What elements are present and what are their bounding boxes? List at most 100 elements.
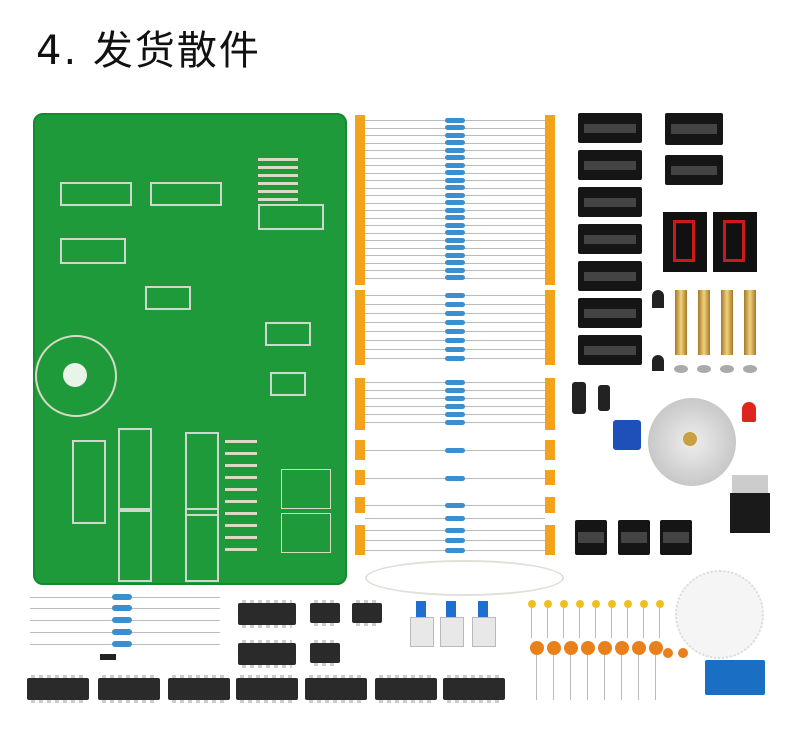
terminal-block <box>705 660 765 695</box>
potentiometer <box>613 420 641 450</box>
capacitor-lead <box>553 655 554 700</box>
resistor <box>445 200 465 205</box>
brass-standoff <box>698 290 710 355</box>
ceramic-capacitor-small <box>592 600 600 608</box>
ic-socket-small <box>660 520 692 555</box>
pcb-resistor-footprint <box>258 174 298 177</box>
pcb-resistor-footprint <box>258 198 298 201</box>
pcb-resistor-footprint <box>225 512 257 515</box>
resistor <box>445 355 465 361</box>
ic-socket <box>578 113 642 143</box>
ceramic-capacitor-small <box>656 600 664 608</box>
pcb-resistor-footprint <box>225 440 257 443</box>
pcb-ic-footprint <box>60 182 132 206</box>
mosfet-body <box>730 493 770 533</box>
resistor-tape <box>545 440 555 460</box>
screw <box>743 365 757 373</box>
gear <box>675 570 764 659</box>
resistor <box>445 252 465 258</box>
resistor <box>445 275 465 280</box>
screw <box>674 365 688 373</box>
capacitor-lead <box>611 608 612 638</box>
resistor <box>445 260 465 265</box>
resistor <box>445 292 465 298</box>
diode <box>100 654 116 660</box>
ceramic-capacitor <box>598 641 612 655</box>
pcb-display-outline <box>281 513 331 553</box>
pcb-resistor-footprint <box>258 182 298 185</box>
resistor <box>445 346 465 352</box>
capacitor-lead <box>570 655 571 700</box>
pcb-resistor-footprint <box>225 476 257 479</box>
resistor <box>445 132 465 138</box>
wire-coil <box>365 560 564 596</box>
ic-socket <box>578 298 642 328</box>
resistor <box>112 594 132 600</box>
ceramic-capacitor <box>649 641 663 655</box>
resistor-tape <box>545 378 555 430</box>
transistor <box>652 290 664 308</box>
pcb-ic-footprint <box>72 440 106 524</box>
pcb-ic-footprint <box>118 508 152 582</box>
resistor <box>445 379 465 385</box>
capacitor-lead <box>563 608 564 638</box>
pcb-ic-footprint <box>185 508 219 582</box>
push-button <box>440 617 464 647</box>
electrolytic-capacitor <box>572 382 586 414</box>
capacitor-lead <box>643 608 644 638</box>
capacitor-lead <box>627 608 628 638</box>
pcb-resistor-footprint <box>225 488 257 491</box>
resistor-tape <box>355 378 365 430</box>
motor-shaft <box>683 432 697 446</box>
pcb-resistor-footprint <box>225 524 257 527</box>
brass-standoff <box>721 290 733 355</box>
ic-socket-small <box>618 520 650 555</box>
pcb-resistor-footprint <box>225 500 257 503</box>
display-segments <box>673 220 695 262</box>
resistor <box>445 328 465 334</box>
resistor <box>445 447 465 453</box>
page-title: 4. 发货散件 <box>36 28 261 74</box>
resistor <box>445 207 465 213</box>
resistor <box>445 230 465 235</box>
pcb-resistor-footprint <box>225 536 257 539</box>
resistor <box>445 537 465 543</box>
ic-chip <box>98 675 160 703</box>
electrolytic-capacitor <box>598 385 610 411</box>
ic-socket <box>665 113 723 145</box>
resistor <box>445 395 465 401</box>
resistor-tape <box>355 440 365 460</box>
mosfet-tab <box>732 475 768 493</box>
ic-chip <box>305 675 367 703</box>
pcb-resistor-footprint <box>225 464 257 467</box>
ic-chip <box>310 640 340 666</box>
resistor <box>445 237 465 243</box>
transistor <box>652 355 664 371</box>
capacitor-lead <box>547 608 548 638</box>
ic-chip <box>27 675 89 703</box>
ceramic-capacitor-small <box>544 600 552 608</box>
ic-chip <box>310 600 340 626</box>
capacitor-lead <box>638 655 639 700</box>
pcb-resistor-footprint <box>258 190 298 193</box>
resistor-tape <box>355 497 365 513</box>
resistor-tape <box>545 115 555 285</box>
resistor <box>445 117 465 123</box>
pcb-display-outline <box>281 469 331 509</box>
capacitor-lead <box>579 608 580 638</box>
resistor <box>445 222 465 228</box>
resistor <box>445 215 465 220</box>
resistor <box>445 527 465 533</box>
resistor <box>445 403 465 409</box>
resistor-tape <box>545 290 555 365</box>
push-button-cap <box>416 601 426 617</box>
resistor <box>445 140 465 145</box>
ceramic-capacitor <box>547 641 561 655</box>
resistor <box>445 125 465 130</box>
ic-socket <box>665 155 723 185</box>
resistor <box>112 617 132 623</box>
ceramic-capacitor <box>530 641 544 655</box>
resistor <box>445 147 465 153</box>
brass-standoff <box>744 290 756 355</box>
resistor <box>445 162 465 168</box>
